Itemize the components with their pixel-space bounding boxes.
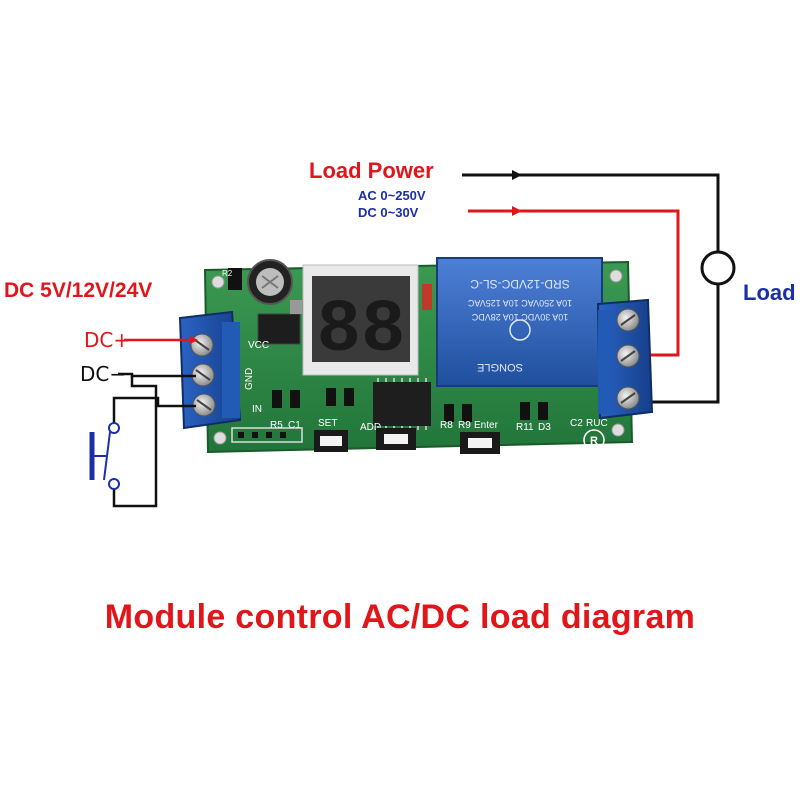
silk-enter: Enter <box>474 420 499 431</box>
header-pins <box>231 427 303 443</box>
relay-rating-1: 10A 250VAC 10A 125VAC <box>467 298 572 308</box>
silk-r9: R9 <box>458 420 471 431</box>
output-terminal-block <box>596 298 654 420</box>
silk-c1: C1 <box>288 420 301 431</box>
pin-label-in: IN <box>252 404 262 415</box>
push-switch-icon <box>89 422 120 490</box>
silk-r8: R8 <box>440 420 453 431</box>
microcontroller-chip <box>373 378 431 430</box>
load-label: Load <box>743 280 796 305</box>
pin-label-gnd: GND <box>244 368 255 390</box>
switch-wire-bottom <box>112 376 158 508</box>
silk-r5: R5 <box>270 420 283 431</box>
silkscreen-labels: VCC GND IN R5 C1 SET ADD R8 R9 Enter R11… <box>222 269 608 433</box>
mounting-hole <box>213 431 227 445</box>
smd-component <box>228 268 242 290</box>
load-power-wires <box>462 170 736 404</box>
silk-set: SET <box>318 418 337 429</box>
seven-segment-display: 88 <box>302 264 419 376</box>
load-symbol-icon <box>700 250 736 286</box>
relay-rating-2: 10A 30VDC 10A 28VDC <box>471 312 568 322</box>
input-wires <box>112 336 198 508</box>
mounting-hole <box>211 275 225 289</box>
silk-r11: R11 <box>516 422 534 433</box>
certification-mark-icon <box>583 429 605 451</box>
load-power-black-wire <box>462 173 720 252</box>
silk-d3: D3 <box>538 422 551 433</box>
supply-voltage-label: DC 5V/12V/24V <box>4 279 153 302</box>
load-power-red-wire <box>468 209 680 357</box>
arrow-right-icon <box>512 206 522 216</box>
silk-ruc: RUC <box>586 418 608 429</box>
input-terminal-block <box>178 310 242 430</box>
capacitor-icon <box>247 259 293 305</box>
silk-c2: C2 <box>570 418 583 429</box>
mounting-hole <box>611 423 625 437</box>
relay-model: SRD-12VDC-SL-C <box>470 277 570 291</box>
diagram-caption: Module control AC/DC load diagram <box>104 598 696 636</box>
enter-button <box>460 432 500 454</box>
arrow-right-icon <box>512 170 522 180</box>
mounting-hole <box>609 269 623 283</box>
relay-brand: SONGLE <box>477 361 523 373</box>
switch-wire-top <box>112 396 196 424</box>
ac-voltage-range-label: AC 0~250V <box>358 188 426 203</box>
svg-text:R: R <box>590 435 598 447</box>
load-return-black-wire <box>626 284 720 404</box>
dc-minus-label: DC− <box>80 362 127 386</box>
add-button <box>376 428 416 450</box>
relay-component: SRD-12VDC-SL-C 10A 250VAC 10A 125VAC 10A… <box>436 257 603 387</box>
silk-r2: R2 <box>222 269 233 278</box>
voltage-regulator <box>257 313 301 345</box>
relay-module-board: 88 SRD-12VDC-SL-C 10A 250VAC <box>178 257 654 454</box>
dc-plus-label: DC+ <box>84 328 131 352</box>
diode <box>422 284 432 310</box>
silk-add: ADD <box>360 422 381 433</box>
pin-label-vcc: VCC <box>248 340 269 351</box>
dc-voltage-range-label: DC 0~30V <box>358 205 419 220</box>
display-digits: 88 <box>317 289 406 373</box>
set-button <box>314 430 348 452</box>
load-power-label: Load Power <box>309 158 434 183</box>
dc-minus-wire <box>118 372 196 378</box>
